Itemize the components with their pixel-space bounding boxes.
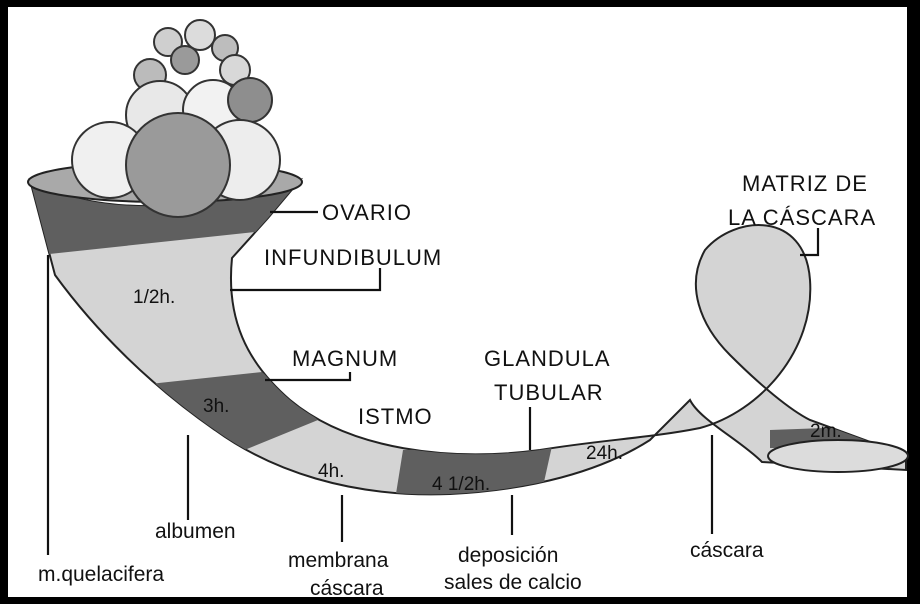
- segment-time-6: 2m.: [810, 421, 842, 442]
- label-membrana-1: membrana: [288, 549, 389, 572]
- ovary-cluster: [72, 20, 280, 217]
- segment-time-3: 4h.: [318, 461, 344, 482]
- label-albumen: albumen: [155, 520, 236, 543]
- label-magnum: MAGNUM: [292, 346, 398, 371]
- segment-time-1: 1/2h.: [133, 287, 175, 308]
- label-deposicion-2: sales de calcio: [444, 571, 582, 594]
- label-istmo: ISTMO: [358, 404, 433, 429]
- tube-opening: [768, 440, 908, 472]
- label-quelacifera: m.quelacifera: [38, 563, 164, 586]
- label-glandula-2: TUBULAR: [494, 380, 604, 405]
- segment-time-4: 4 1/2h.: [432, 474, 490, 495]
- label-matriz-2: LA CÁSCARA: [728, 205, 876, 230]
- segment-time-2: 3h.: [203, 396, 229, 417]
- label-ovario: OVARIO: [322, 200, 412, 225]
- label-deposicion-1: deposición: [458, 544, 558, 567]
- label-cascara: cáscara: [690, 539, 764, 562]
- label-infundibulum: INFUNDIBULUM: [264, 245, 442, 270]
- label-membrana-2: cáscara: [310, 577, 384, 600]
- label-matriz-1: MATRIZ DE: [742, 171, 868, 196]
- segment-time-5: 24h.: [586, 443, 623, 464]
- label-glandula-1: GLANDULA: [484, 346, 611, 371]
